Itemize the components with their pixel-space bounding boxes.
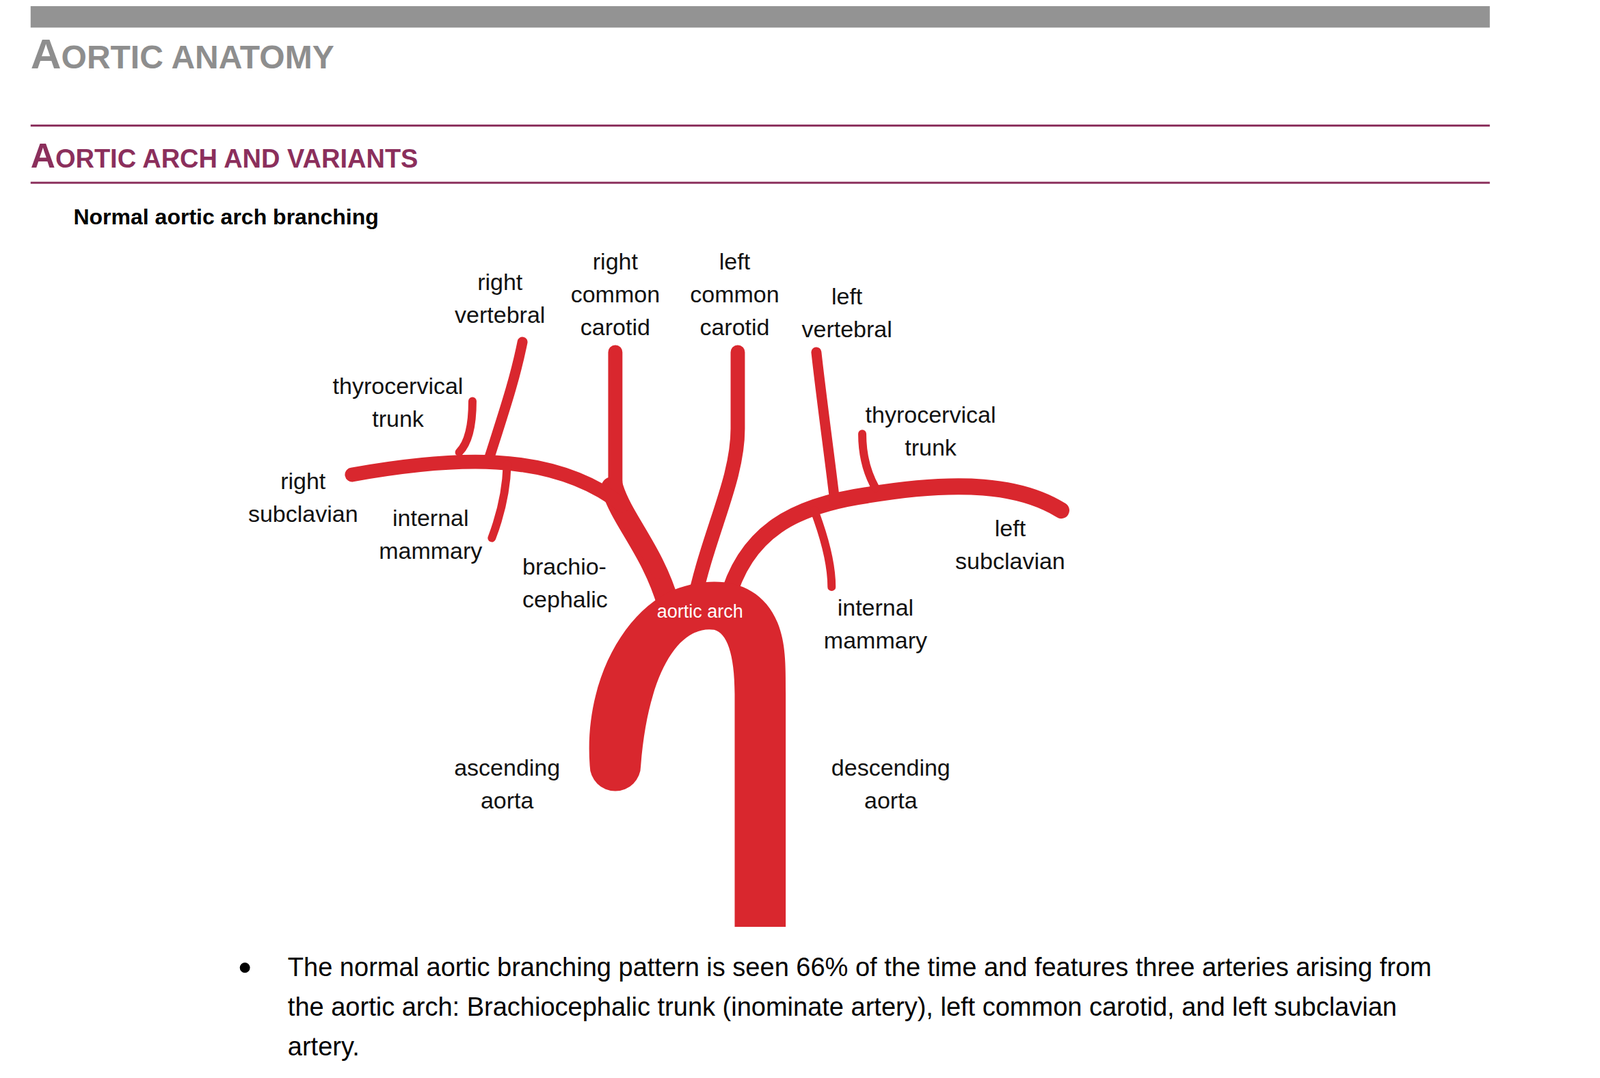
vertebral-vessel	[816, 352, 835, 500]
rule-line	[30, 124, 1490, 127]
carotid-vessel	[694, 352, 738, 603]
artery-label: left vertebral	[802, 279, 893, 346]
artery-label: right vertebral	[454, 265, 545, 331]
thyrocervical-vessel	[459, 401, 473, 453]
section-heading: AORTIC ARCH AND VARIANTS	[30, 138, 419, 173]
mammary-vessel	[814, 510, 832, 587]
artery-label: internal mammary	[823, 590, 928, 657]
mammary-vessel	[491, 464, 507, 538]
subclavian-vessel	[352, 461, 623, 506]
artery-label: thyrocervical trunk	[332, 369, 464, 435]
artery-label: thyrocervical trunk	[865, 397, 997, 464]
artery-label: left subclavian	[955, 511, 1066, 578]
arch-label: aortic arch	[657, 601, 744, 621]
aorta-label: descending aorta	[831, 750, 951, 817]
artery-label: internal mammary	[378, 501, 483, 567]
artery-label: left common carotid	[689, 244, 779, 344]
carotid-vessel	[615, 352, 659, 572]
bullet-dot	[240, 962, 251, 973]
rule-line	[30, 181, 1490, 184]
bullet-text: The normal aortic branching pattern is s…	[287, 947, 1464, 1066]
page-title: AORTIC ANATOMY	[30, 32, 335, 76]
header-bar	[30, 6, 1490, 28]
thyrocervical-vessel	[862, 433, 876, 488]
aorta-shape	[589, 581, 786, 927]
aorta-label: ascending aorta	[454, 750, 560, 817]
artery-label: brachio- cephalic	[522, 549, 608, 616]
artery-label: right subclavian	[248, 464, 359, 530]
vertebral-vessel	[489, 341, 523, 457]
artery-label: right common carotid	[570, 244, 660, 344]
sub-heading: Normal aortic arch branching	[73, 205, 379, 228]
subclavian-vessel	[726, 486, 1062, 602]
